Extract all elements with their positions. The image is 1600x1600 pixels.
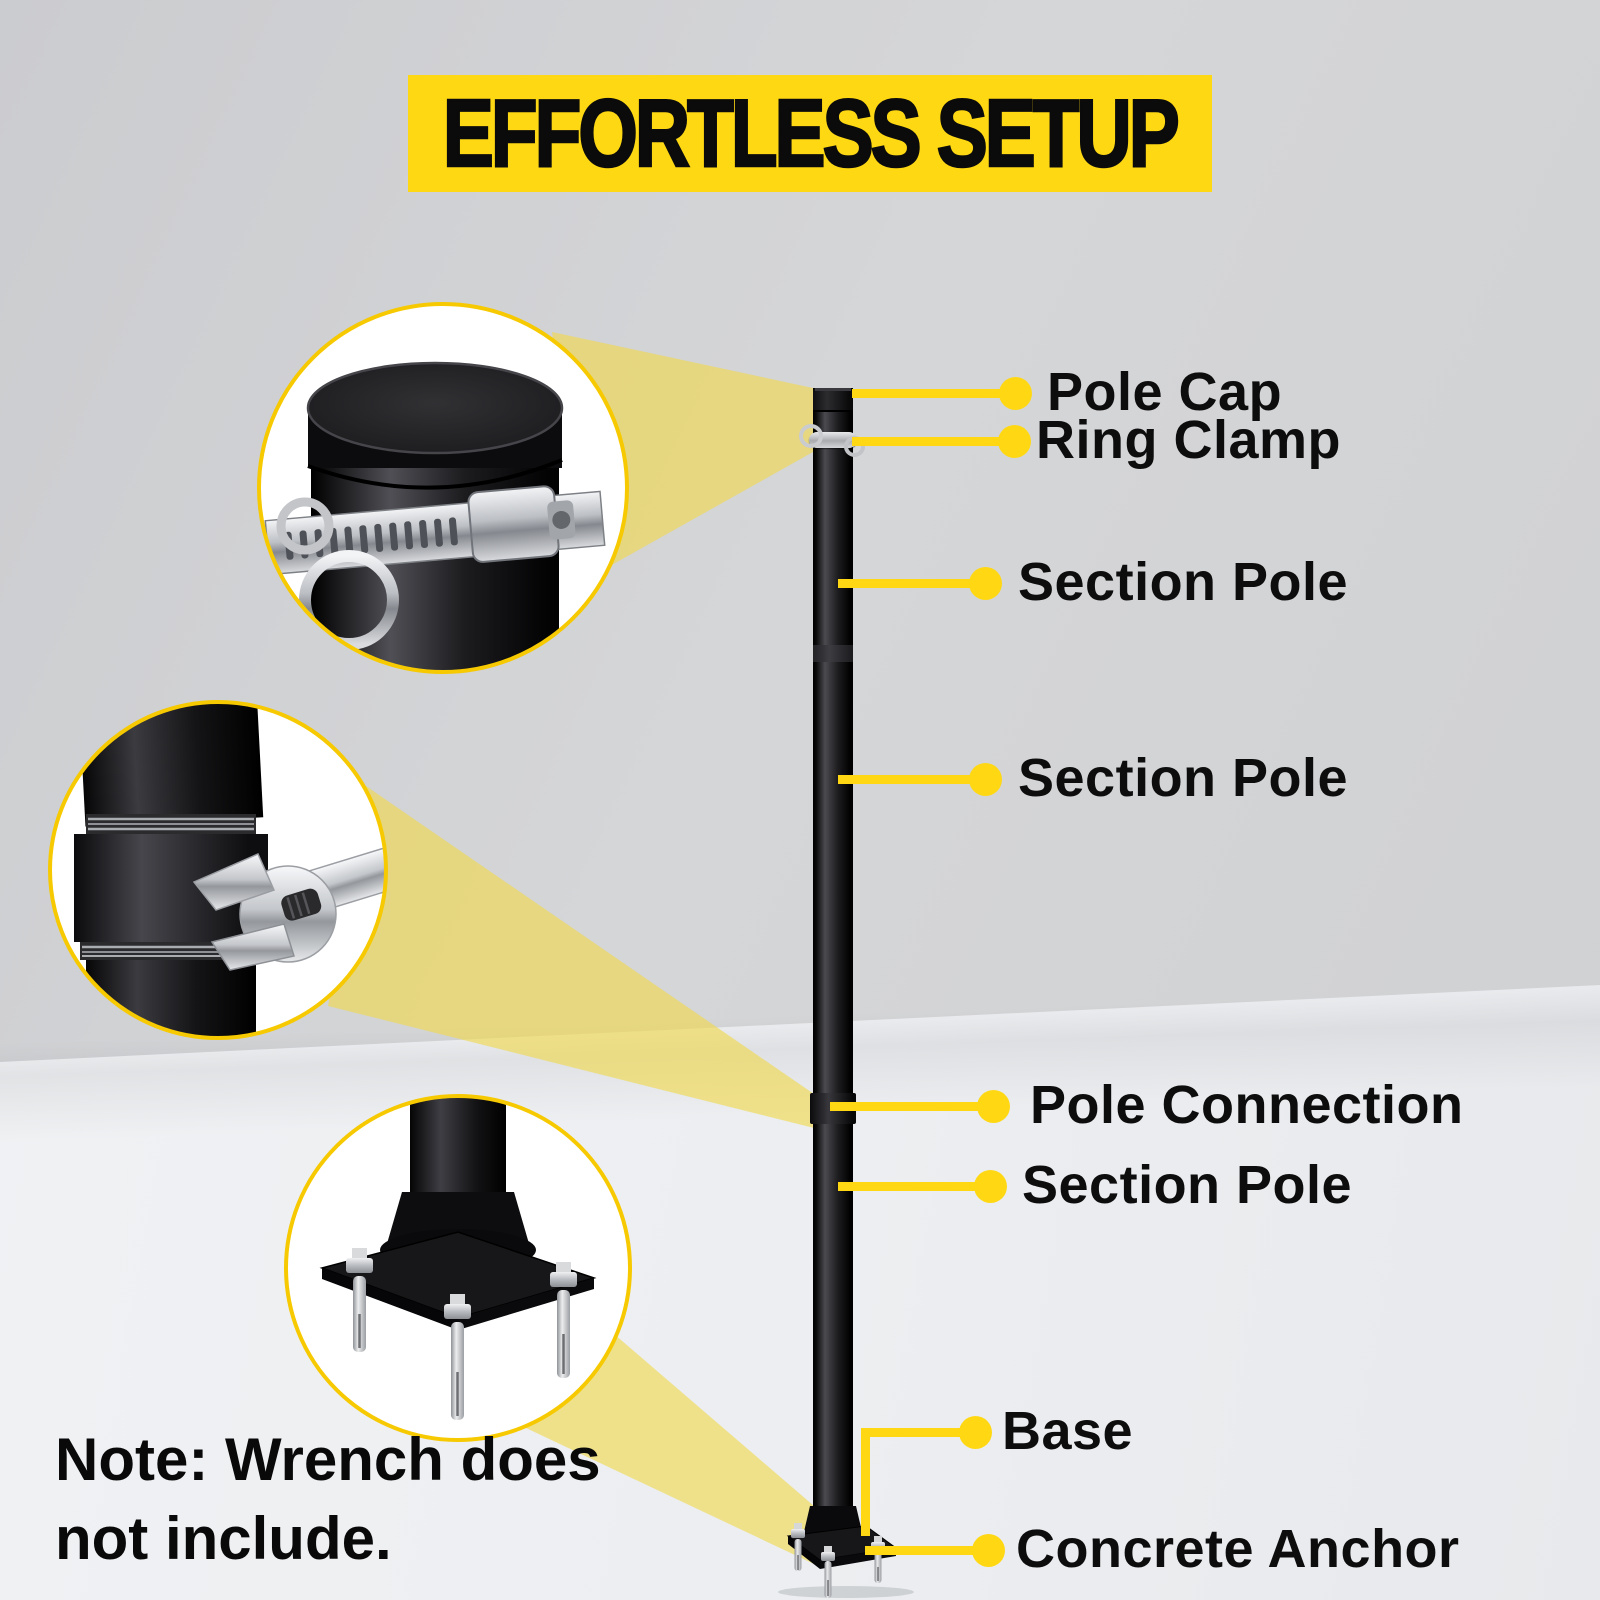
wrench-movable-jaw: [210, 923, 295, 971]
label-section-pole-top: Section Pole: [1018, 552, 1349, 613]
pole-cap-part: [813, 388, 853, 412]
callout-dot-section-pole-top: [969, 567, 1002, 600]
title-banner: EFFORTLESS SETUP: [408, 75, 1212, 192]
anchor-bolt-left: [791, 1523, 805, 1571]
anchor-bolt-front: [444, 1294, 471, 1420]
callout-vline-base: [861, 1428, 870, 1536]
beam-pole-connection: [328, 786, 814, 1128]
callout-dot-concrete-anchor: [972, 1534, 1005, 1567]
callout-line-section-pole-mid: [838, 775, 970, 784]
callout-dot-pole-connection: [977, 1090, 1010, 1123]
anchor-bolt-front: [821, 1546, 835, 1598]
wrench-fixed-jaw: [192, 853, 276, 911]
adjustable-wrench: [192, 838, 386, 971]
page-title: EFFORTLESS SETUP: [442, 78, 1181, 188]
detail-circle-border: [284, 1094, 632, 1442]
label-concrete-anchor: Concrete Anchor: [1016, 1519, 1460, 1580]
base-detail-circle: [284, 1094, 632, 1442]
callout-dot-section-pole-mid: [969, 763, 1002, 796]
base-closeup-illustration: [319, 1096, 597, 1420]
label-section-pole-bottom: Section Pole: [1022, 1155, 1353, 1216]
anchor-bolt-right: [550, 1262, 577, 1378]
pole-joint-band: [813, 645, 853, 662]
wrench-thumbwheel: [281, 888, 322, 921]
label-pole-cap: Pole Cap: [1047, 362, 1283, 423]
label-section-pole-mid: Section Pole: [1018, 748, 1349, 809]
anchor-bolt-left: [346, 1248, 373, 1352]
callout-line-base: [861, 1428, 960, 1437]
clamp-buckle: [467, 485, 560, 563]
pole-cap-closeup-illustration: [264, 361, 606, 672]
label-base: Base: [1002, 1401, 1134, 1462]
note-line-2: not include.: [55, 1505, 392, 1573]
callout-line-pole-cap: [852, 389, 1000, 398]
callout-line-pole-connection: [830, 1102, 978, 1111]
main-pole: [799, 388, 865, 1528]
callout-dot-base: [959, 1416, 992, 1449]
callout-line-section-pole-top: [838, 579, 970, 588]
label-pole-connection: Pole Connection: [1030, 1075, 1464, 1136]
pole-connection-closeup-illustration: [74, 702, 386, 1038]
note-text: Note: Wrench does not include.: [55, 1420, 601, 1578]
callout-line-ring-clamp: [852, 437, 999, 446]
callout-line-section-pole-bottom: [838, 1182, 975, 1191]
note-line-1: Note: Wrench does: [55, 1426, 601, 1493]
base-shadow: [778, 1586, 914, 1598]
label-ring-clamp: Ring Clamp: [1036, 410, 1342, 471]
beam-base: [526, 1334, 814, 1564]
pole-connection-detail-circle: [48, 700, 388, 1040]
callout-dot-ring-clamp: [998, 425, 1031, 458]
callout-line-concrete-anchor: [865, 1546, 973, 1555]
pole-cap-detail-circle: [257, 302, 629, 674]
callout-dot-pole-cap: [999, 377, 1032, 410]
detail-circle-border: [48, 700, 388, 1040]
ring-clamp-part: [799, 424, 865, 457]
detail-circle-border: [257, 302, 629, 674]
clamp-wire-loop: [276, 497, 334, 555]
callout-dot-section-pole-bottom: [974, 1170, 1007, 1203]
